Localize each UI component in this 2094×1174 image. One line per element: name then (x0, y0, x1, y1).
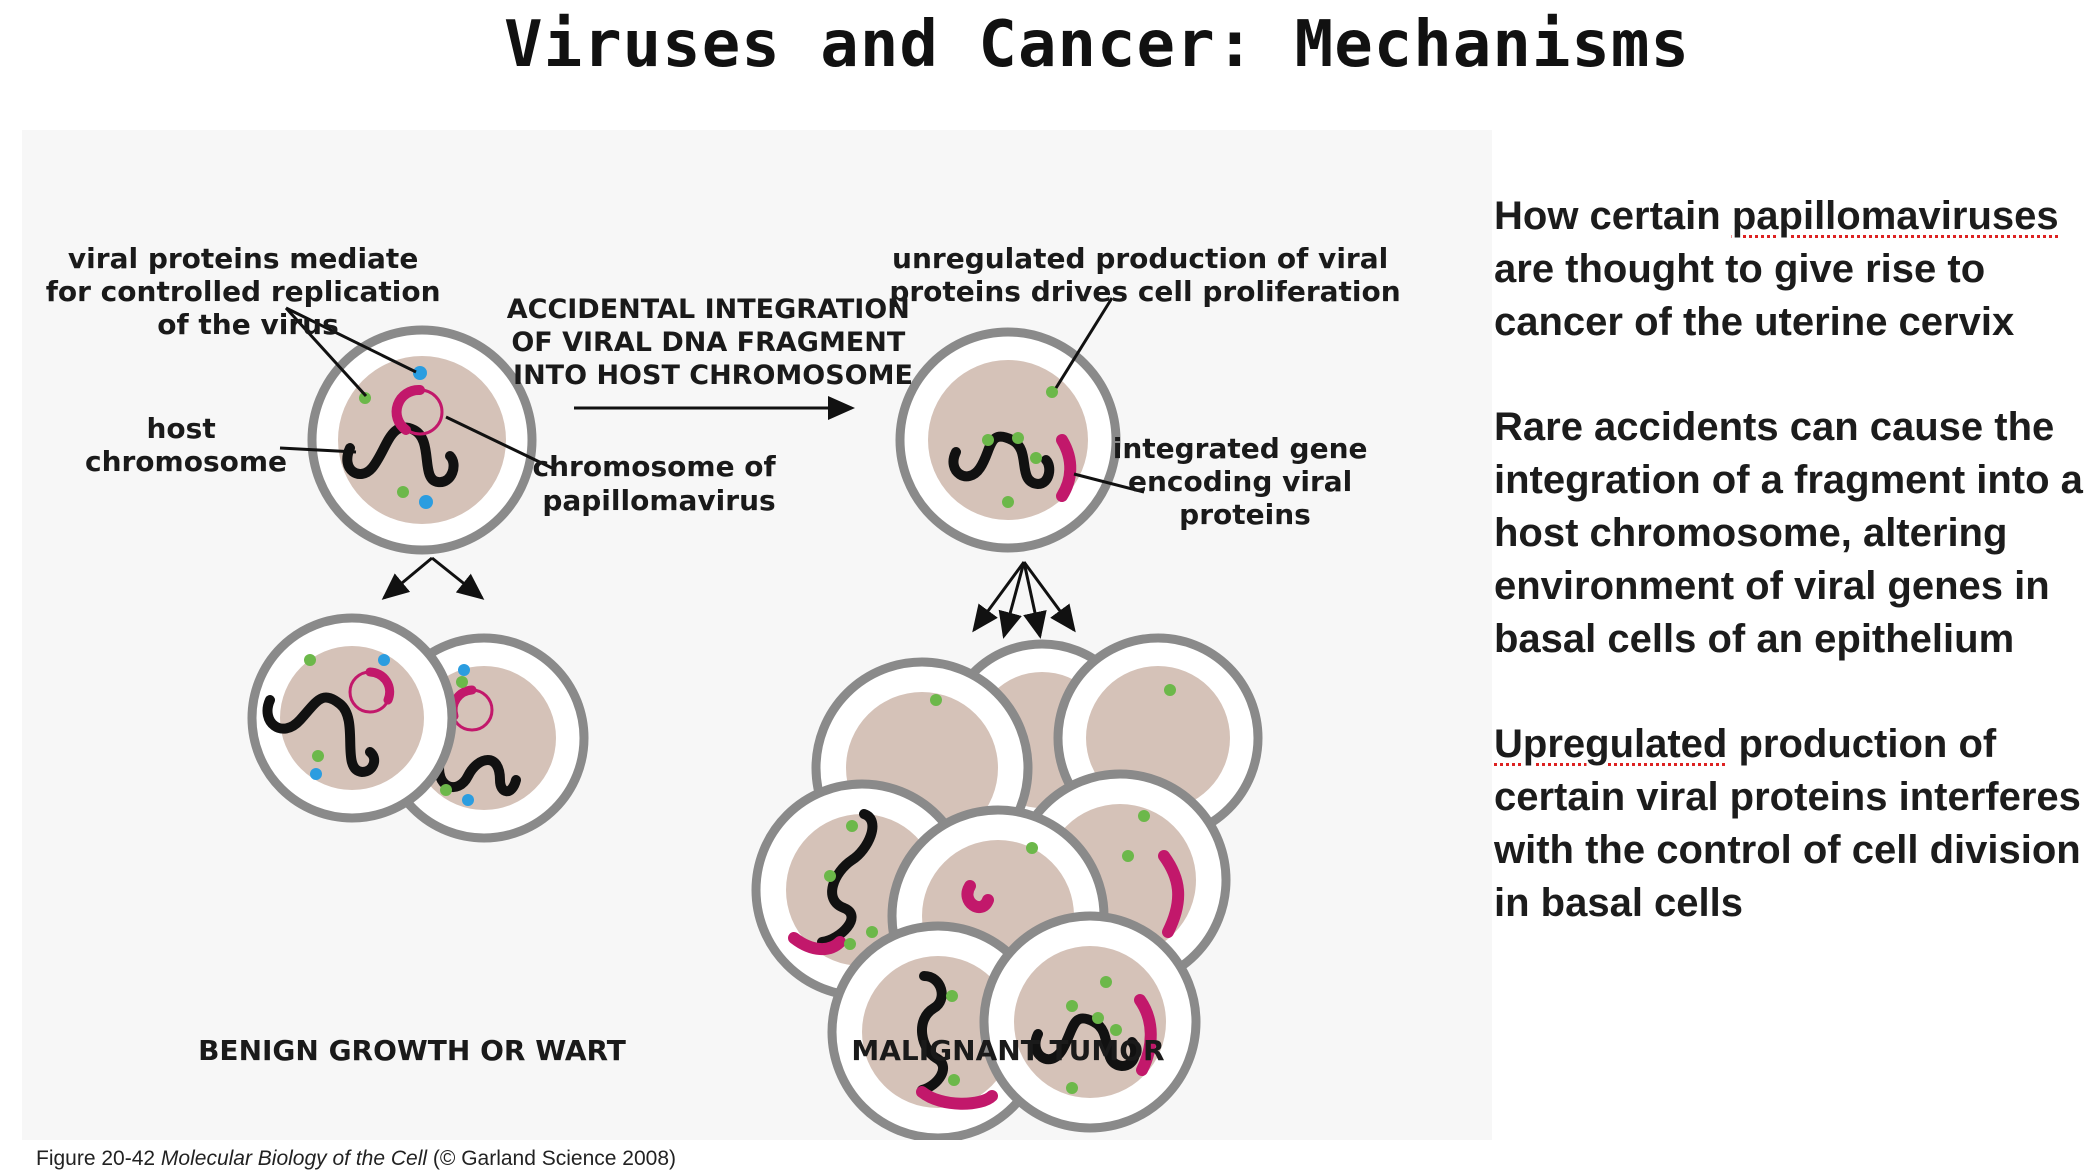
figure-caption: Figure 20-42 Molecular Biology of the Ce… (36, 1147, 676, 1171)
label-integrated-gene: integrated gene encoding viral proteins (1113, 432, 1378, 531)
papillomavirus-diagram: viral proteins mediate for controlled re… (46, 242, 1401, 1140)
figure-panel: viral proteins mediate for controlled re… (22, 130, 1492, 1140)
p3-rest: production of certain viral proteins int… (1494, 722, 2081, 925)
p3-flagged-word: Upregulated (1494, 722, 1728, 766)
p1-rest: are thought to give rise to cancer of th… (1494, 247, 2015, 344)
tumor-cell (979, 911, 1201, 1133)
p1-start: How certain (1494, 194, 1721, 238)
tumor-cell-cluster (751, 633, 1263, 1140)
caption-book-title: Molecular Biology of the Cell (160, 1147, 428, 1170)
side-paragraph-3: Upregulated production of certain viral … (1494, 718, 2084, 930)
caption-copyright: (© Garland Science 2008) (432, 1147, 677, 1170)
label-chromosome-of-papillomavirus: chromosome of papillomavirus (533, 450, 786, 517)
label-viral-proteins: viral proteins mediate for controlled re… (46, 242, 451, 341)
side-paragraph-2: Rare accidents can cause the integration… (1494, 405, 2083, 661)
side-text-panel: How certain papillomaviruses are thought… (1494, 190, 2084, 982)
benign-cell-top (279, 306, 553, 555)
label-accidental-integration: ACCIDENTAL INTEGRATION OF VIRAL DNA FRAG… (507, 294, 920, 391)
malignant-cell-top (895, 297, 1145, 553)
host-chromosome-strand (342, 422, 459, 488)
label-host-chromosome: host chromosome (85, 412, 287, 478)
integrated-viral-gene (1056, 434, 1077, 502)
label-malignant-tumor: MALIGNANT TUMOR (851, 1034, 1164, 1067)
benign-daughter-cell-left (247, 613, 457, 823)
p1-flagged-word: papillomaviruses (1731, 194, 2059, 238)
label-benign-growth: BENIGN GROWTH OR WART (198, 1034, 626, 1067)
side-paragraph-1: How certain papillomaviruses are thought… (1494, 190, 2084, 349)
label-unregulated-production: unregulated production of viral proteins… (889, 242, 1400, 308)
caption-figure-number: Figure 20-42 (36, 1147, 156, 1170)
slide-title: Viruses and Cancer: Mechanisms (504, 8, 1690, 82)
